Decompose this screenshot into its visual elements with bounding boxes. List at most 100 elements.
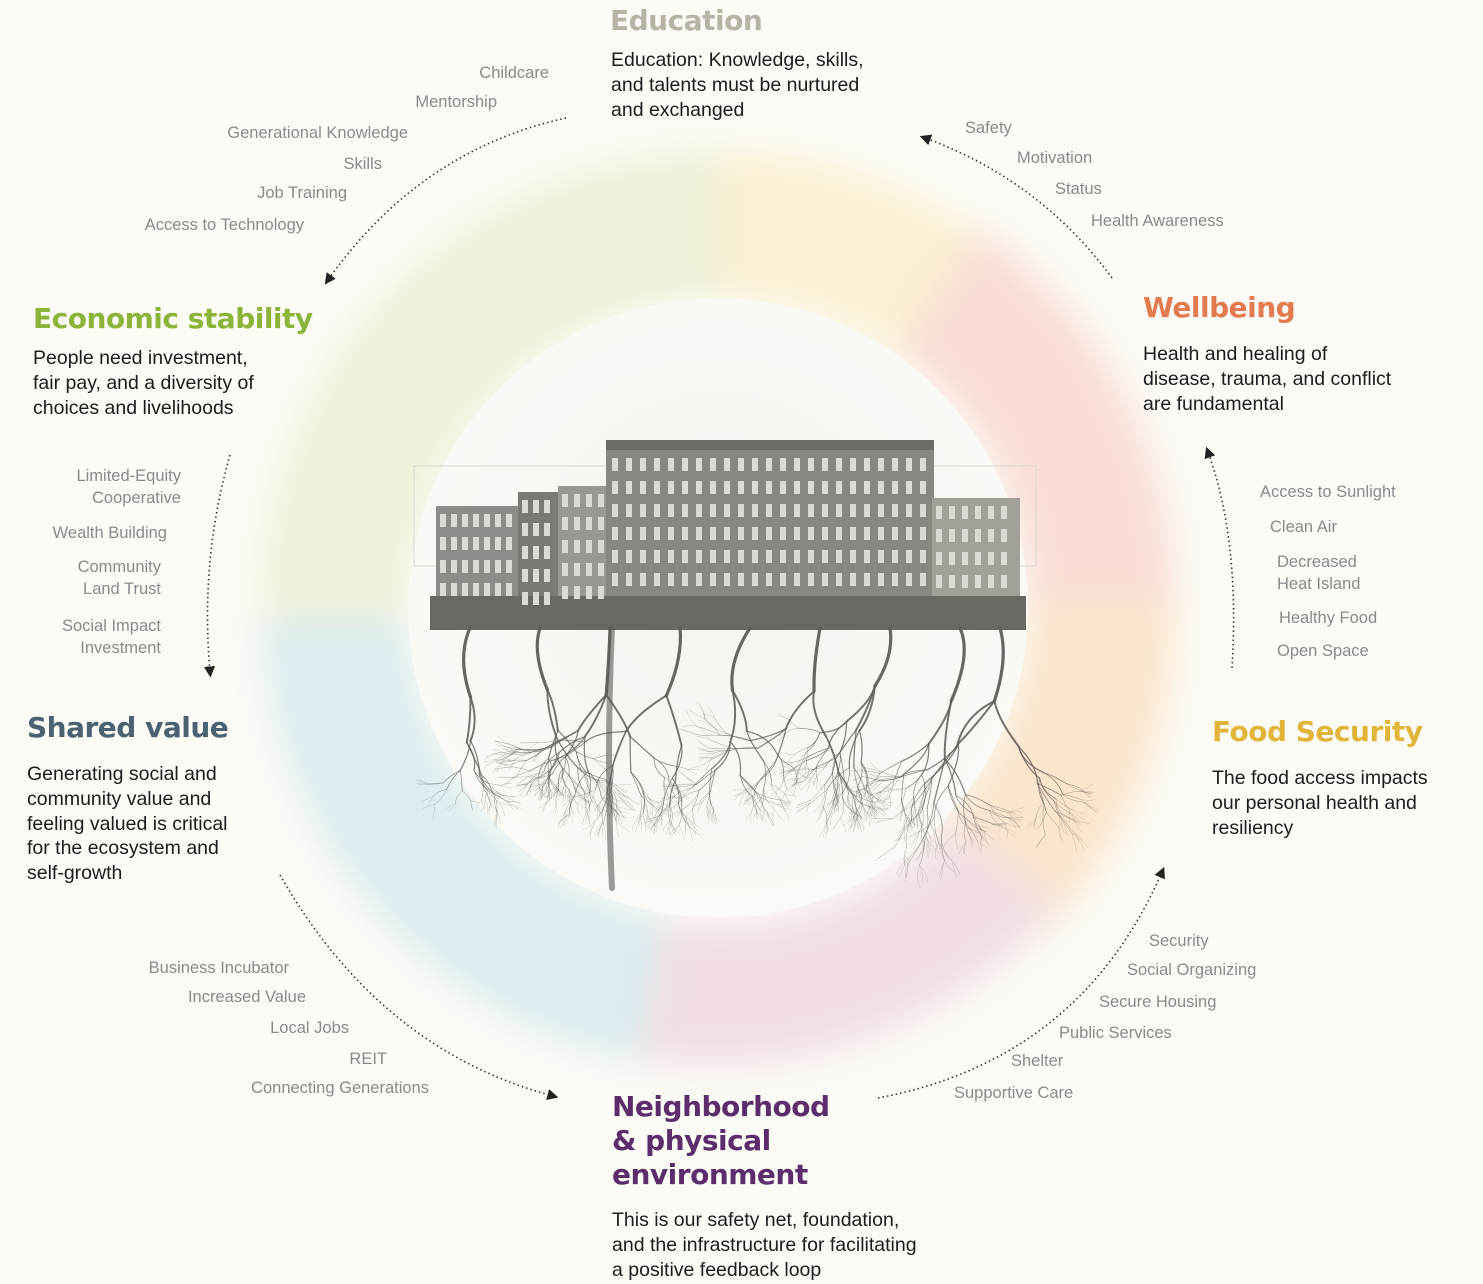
root-branch — [698, 757, 713, 759]
building-window — [822, 573, 828, 586]
economic-stability-description: People need investment, fair pay, and a … — [33, 346, 254, 420]
root-branch — [807, 732, 821, 749]
root-branch — [762, 809, 765, 820]
root-branch — [860, 816, 864, 831]
building-window — [696, 458, 702, 471]
root-branch — [512, 751, 530, 754]
root-branch — [713, 810, 717, 824]
factor-decreased-heat-island: Decreased Heat Island — [1277, 553, 1361, 593]
building-window — [738, 481, 744, 494]
root-branch — [442, 769, 461, 784]
root-branch — [689, 819, 702, 831]
building-window — [878, 573, 884, 586]
root-branch — [585, 806, 590, 819]
root-branch — [526, 776, 542, 785]
root-branch — [546, 787, 551, 799]
building-window — [451, 514, 457, 527]
root-branch — [863, 767, 881, 772]
root-branch — [947, 785, 959, 812]
root-branch — [480, 800, 486, 812]
root-branch — [818, 807, 824, 821]
root-branch — [501, 751, 514, 757]
root-branch — [697, 739, 710, 749]
root-branch — [835, 777, 845, 797]
building-window — [738, 504, 744, 517]
root-branch — [585, 806, 588, 818]
root-branch — [686, 710, 698, 727]
root-branch — [674, 744, 683, 782]
root-branch — [780, 798, 789, 808]
root-branch — [967, 827, 981, 834]
root-branch — [973, 825, 988, 832]
building-window — [988, 506, 994, 519]
root-branch — [697, 719, 710, 725]
root-branch — [745, 812, 752, 822]
root-branch — [561, 776, 566, 791]
building-window — [766, 504, 772, 517]
root-branch — [900, 743, 930, 763]
root-branch — [505, 776, 518, 784]
building-window — [766, 550, 772, 563]
root-branch — [640, 795, 649, 816]
root-branch — [548, 790, 550, 804]
root-branch — [554, 736, 564, 770]
root-branch — [867, 773, 881, 777]
root-branch — [508, 760, 527, 766]
root-branch — [508, 802, 519, 809]
root-branch — [980, 836, 983, 850]
root-branch — [912, 814, 916, 828]
root-branch — [643, 790, 654, 805]
root-branch — [709, 724, 728, 734]
root-branch — [803, 776, 815, 782]
ring-segment-economic — [262, 152, 718, 620]
building-window — [794, 458, 800, 471]
building-window — [962, 552, 968, 565]
root-branch — [577, 767, 599, 781]
root-branch — [858, 685, 876, 732]
root-branch — [832, 781, 839, 799]
root-branch — [763, 809, 774, 816]
root-branch — [589, 810, 591, 824]
root-branch — [529, 759, 557, 772]
building-window — [654, 481, 660, 494]
root-branch — [790, 757, 807, 763]
root-branch — [867, 776, 882, 780]
root-branch — [647, 817, 655, 829]
building-window — [640, 481, 646, 494]
root-branch — [739, 775, 753, 798]
root-branch — [894, 820, 912, 848]
arrow-neighborhood-to-food — [877, 866, 1165, 1099]
building-with-roots-illustration — [413, 440, 1100, 891]
root-branch — [1071, 832, 1077, 852]
root-branch — [784, 794, 797, 797]
root-branch — [582, 798, 594, 803]
root-branch — [943, 833, 956, 847]
root-branch — [483, 760, 500, 769]
root-branch — [541, 769, 552, 779]
root-branch — [955, 833, 959, 850]
root-branch — [645, 815, 648, 832]
factor-job-training: Job Training — [257, 184, 347, 202]
root-branch — [510, 759, 527, 762]
root-branch — [856, 818, 866, 830]
building-window — [574, 517, 580, 530]
root-branch — [574, 771, 589, 796]
building-window — [962, 575, 968, 588]
root-branch — [688, 709, 705, 720]
building-window — [752, 527, 758, 540]
root-branch — [821, 802, 828, 817]
root-branch — [901, 799, 910, 820]
root-branch — [554, 788, 556, 798]
root-branch — [892, 788, 907, 791]
root-branch — [581, 821, 595, 831]
building-window — [682, 573, 688, 586]
root-branch — [817, 780, 822, 790]
flow-arrows — [203, 117, 1235, 1100]
root-branch — [851, 805, 857, 822]
root-branch — [900, 769, 928, 778]
root-branch — [673, 787, 693, 797]
building-window — [850, 504, 856, 517]
root-branch — [550, 756, 566, 771]
root-branch — [523, 742, 538, 752]
root-branch — [779, 770, 794, 774]
